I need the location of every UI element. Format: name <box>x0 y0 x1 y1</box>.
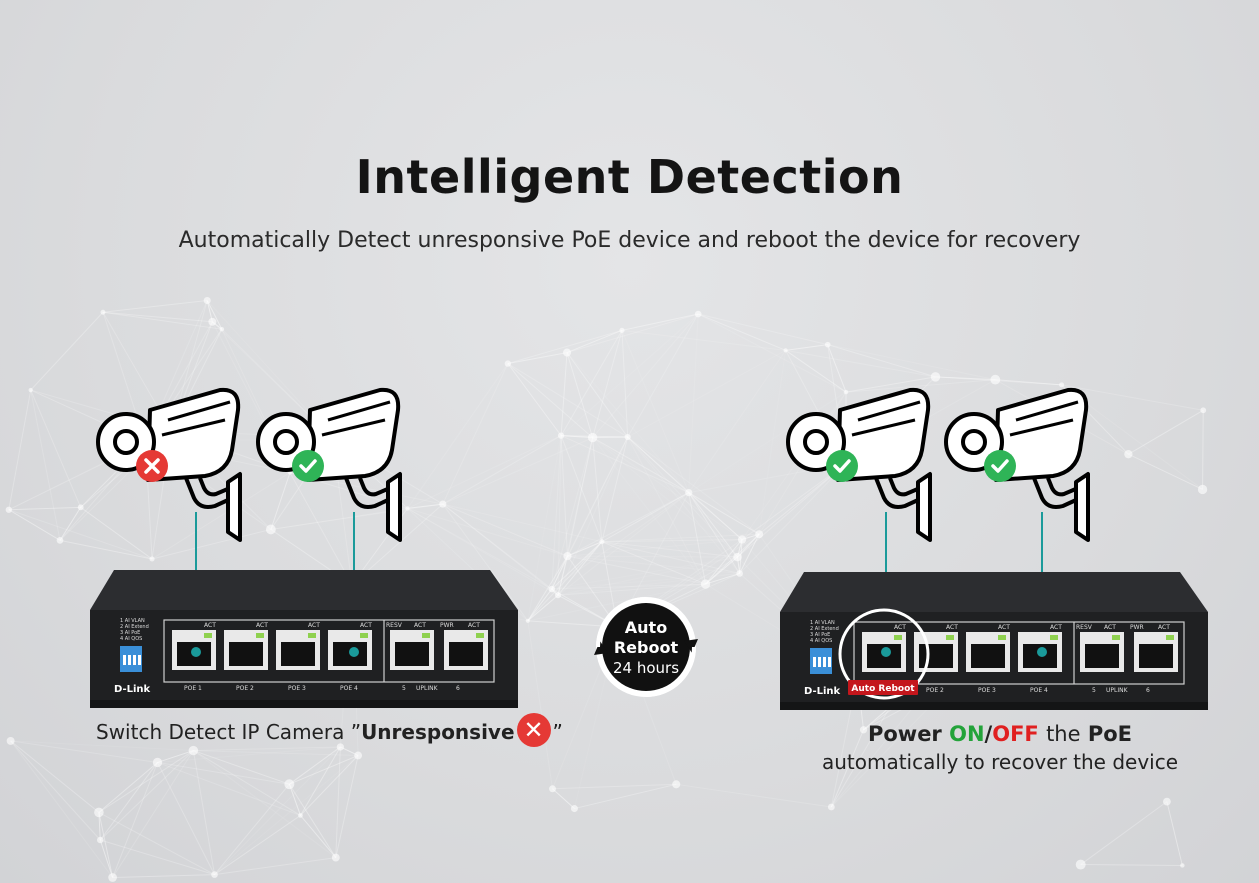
caption-unresponsive: Unresponsive <box>361 720 515 744</box>
page-subtitle: Automatically Detect unresponsive PoE de… <box>178 228 1081 253</box>
right-caption-line1: Power ON/OFF the PoE <box>790 722 1210 746</box>
camera-icon <box>256 387 402 542</box>
caption-off: OFF <box>992 722 1039 746</box>
status-ok-icon <box>826 450 858 482</box>
auto-reboot-label: Auto Reboot 24 hours <box>594 618 698 678</box>
port-highlight <box>838 608 930 700</box>
poe-switch <box>780 571 1209 710</box>
camera-icon <box>944 387 1090 542</box>
right-scene: Auto Reboot <box>780 387 1209 710</box>
right-caption: Power ON/OFF the PoE automatically to re… <box>790 722 1210 774</box>
camera-icon <box>96 387 242 542</box>
caption-slash: / <box>984 722 993 746</box>
auto-reboot-badge-label: Auto Reboot <box>851 684 915 694</box>
port-dot <box>349 647 359 657</box>
auto-reboot-icon <box>594 597 698 697</box>
caption-poe: PoE <box>1087 722 1133 746</box>
caption-power: Power <box>867 722 942 746</box>
caption-on: ON <box>949 722 985 746</box>
left-scene <box>90 387 519 709</box>
right-caption-line2: automatically to recover the device <box>821 750 1179 774</box>
camera-icon <box>786 387 932 542</box>
poe-switch <box>90 569 519 709</box>
page-title: Intelligent Detection <box>355 150 904 204</box>
reboot-line3: 24 hours <box>612 659 680 677</box>
port-dot <box>191 647 201 657</box>
auto-reboot-badge <box>848 680 918 695</box>
status-ok-icon <box>292 450 324 482</box>
reboot-line2: Reboot <box>613 638 679 657</box>
close-icon: ✕ <box>516 712 551 747</box>
status-error-icon <box>136 450 168 482</box>
caption-quote: ” <box>552 720 563 744</box>
caption-text: Switch Detect IP Camera ” <box>96 720 362 744</box>
port-dot <box>881 647 891 657</box>
status-ok-icon <box>984 450 1016 482</box>
reboot-line1: Auto <box>624 618 668 637</box>
left-caption: Switch Detect IP Camera ”Unresponsive✕” <box>96 712 563 747</box>
caption-the: the <box>1046 722 1081 746</box>
port-dot <box>1037 647 1047 657</box>
